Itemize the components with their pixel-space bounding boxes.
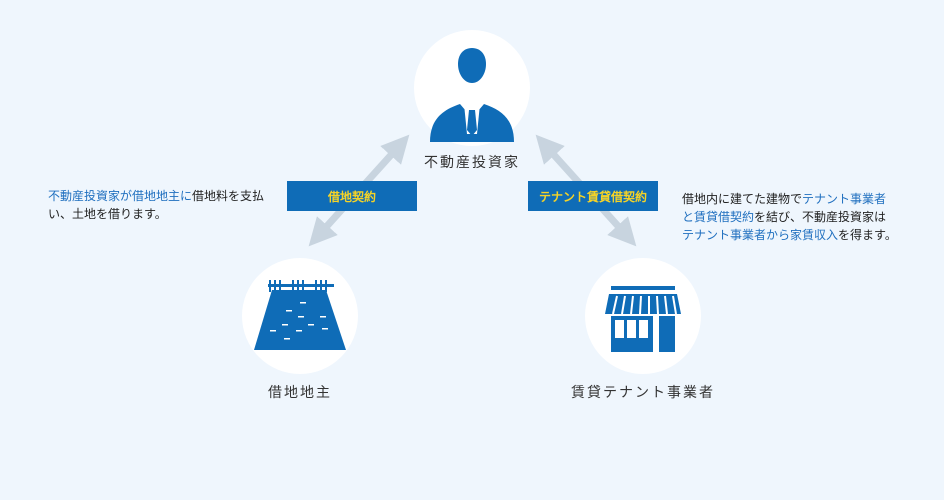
desc-highlight: テナント事業者から家賃収入: [682, 228, 839, 242]
businessman-icon: [430, 48, 514, 142]
investor-circle: [414, 30, 530, 146]
desc-text: を得ます。: [838, 228, 897, 242]
storefront-icon: [605, 286, 681, 352]
desc-highlight: 不動産投資家が借地地主に: [48, 189, 193, 203]
tenant-label: 賃貸テナント事業者: [571, 385, 715, 401]
landowner-circle: [242, 258, 358, 374]
desc-text: 借地料を支払い、土地を借ります。: [48, 189, 265, 221]
tenant-circle: [585, 258, 701, 374]
land-lease-contract-badge: 借地契約: [287, 181, 417, 211]
tenant-lease-description: 借地内に建てた建物でテナント事業者と賃貸借契約を結び、不動産投資家はテナント事業…: [682, 190, 897, 244]
investor-label: 不動産投資家: [424, 155, 520, 171]
land-plot-icon: [254, 280, 346, 350]
desc-text: を結び、不動産投資家は: [754, 210, 887, 224]
desc-highlight: テナント事業者と賃貸借契約: [682, 192, 887, 224]
tenant-lease-contract-badge: テナント賃貸借契約: [528, 181, 658, 211]
land-lease-description: 不動産投資家が借地地主に借地料を支払い、土地を借ります。: [48, 187, 268, 223]
desc-text: 借地内に建てた建物で: [682, 192, 803, 206]
landowner-label: 借地地主: [268, 385, 332, 401]
